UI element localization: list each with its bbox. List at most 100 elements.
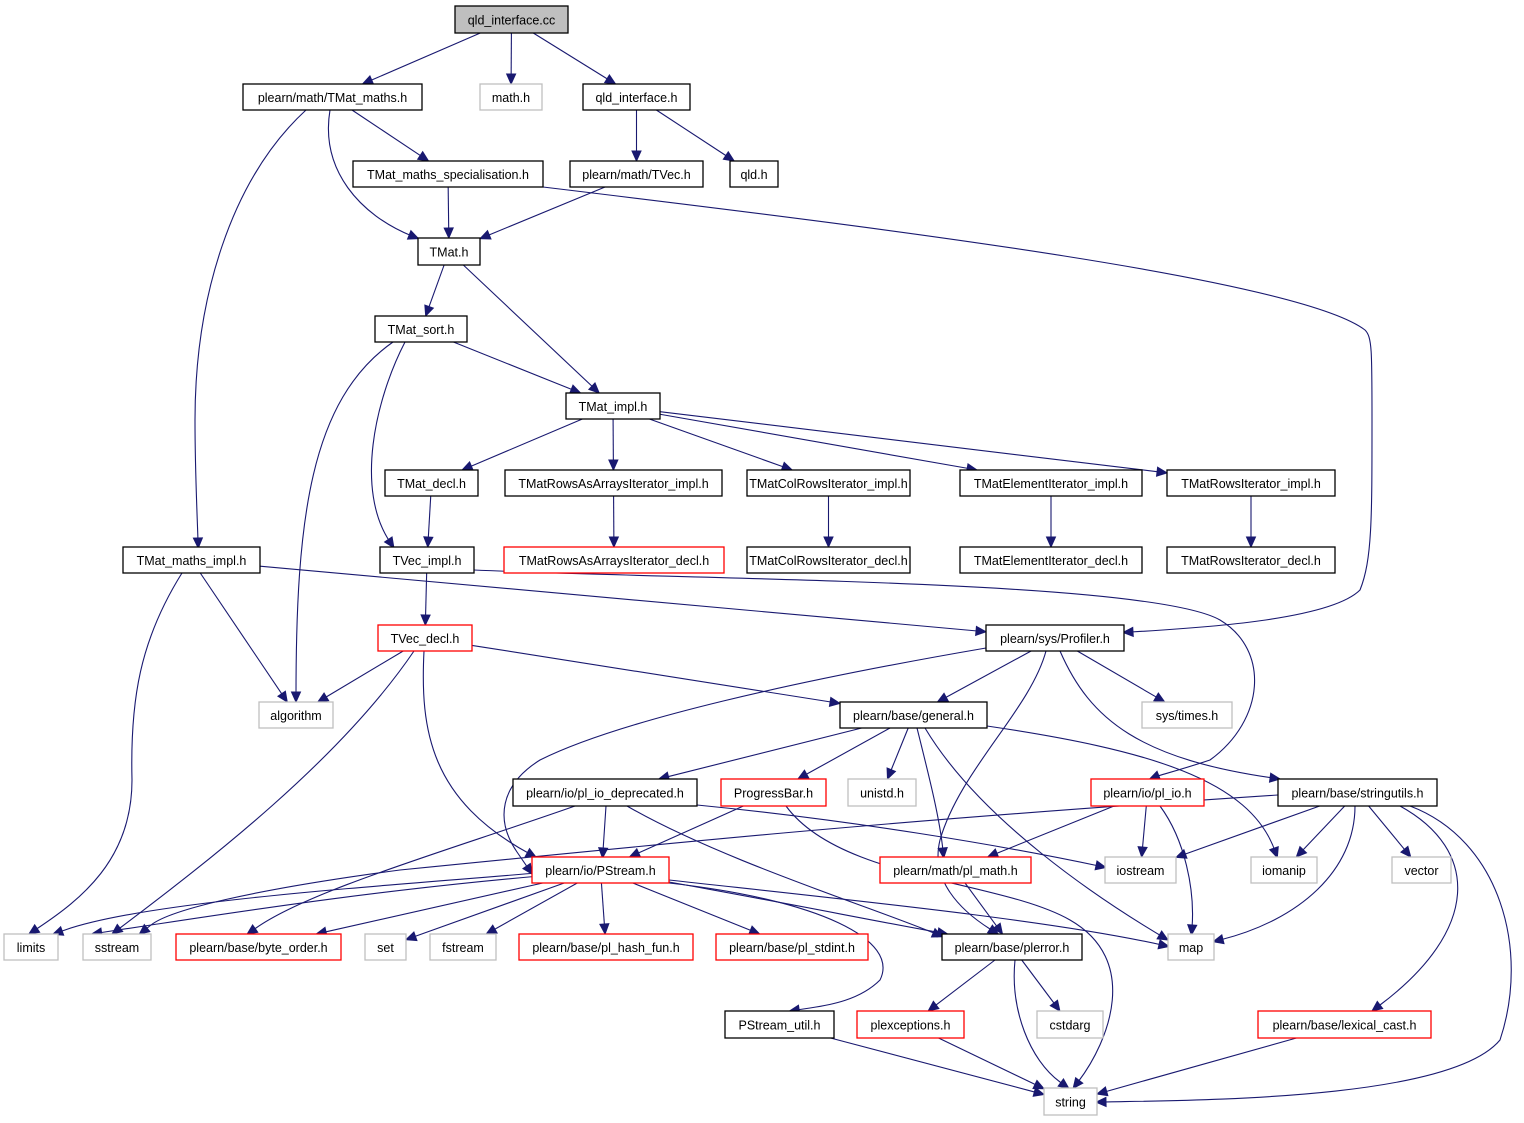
edge-line [659,411,1158,473]
node-label: plearn/math/pl_math.h [893,864,1017,878]
node-limits: limits [3,933,59,961]
edge-line [638,805,744,854]
edge-line [453,341,572,390]
node-pl-io-deprecated[interactable]: plearn/io/pl_io_deprecated.h [512,778,698,807]
edge-line [659,413,968,469]
arrowhead-icon [1137,846,1148,859]
edge-line [503,647,987,867]
node-box [985,624,1125,652]
node-tvec-h[interactable]: plearn/math/TVec.h [569,160,704,188]
node-qld-h[interactable]: qld.h [729,160,779,188]
edge-line [890,727,909,770]
node-box [839,701,988,729]
node-colrows-impl[interactable]: TMatColRowsIterator_impl.h [746,469,911,497]
node-general[interactable]: plearn/base/general.h [839,701,988,729]
node-box [720,778,827,807]
edge-tmat_decl-to-tvec_impl [423,495,434,549]
node-box [856,1010,965,1039]
edge-rows_arrays_impl-to-rows_arrays_decl [608,495,620,549]
node-tmat-maths-spec[interactable]: TMat_maths_specialisation.h [352,160,544,188]
edge-tmat_sort-to-algorithm [290,341,394,704]
node-tmat-impl[interactable]: TMat_impl.h [565,392,661,420]
node-pl-math[interactable]: plearn/math/pl_math.h [879,856,1032,884]
node-pstream[interactable]: plearn/io/PStream.h [531,856,670,884]
node-tvec-impl[interactable]: TVec_impl.h [379,546,475,574]
node-label: plearn/base/lexical_cast.h [1273,1019,1417,1033]
arrowhead-icon [1072,1076,1084,1090]
node-sstream: sstream [82,933,152,961]
node-pl-io[interactable]: plearn/io/pl_io.h [1090,778,1205,807]
edge-pstream-to-byte_order [315,882,543,937]
node-plexceptions[interactable]: plexceptions.h [856,1010,965,1039]
node-byte-order[interactable]: plearn/base/byte_order.h [175,933,342,961]
node-lexical-cast[interactable]: plearn/base/lexical_cast.h [1257,1010,1432,1039]
node-tmat-maths-impl[interactable]: TMat_maths_impl.h [122,546,261,574]
node-plerror[interactable]: plearn/base/plerror.h [941,933,1083,961]
node-tmat-decl[interactable]: TMat_decl.h [384,469,479,497]
edge-tmat_maths_impl-to-profiler [259,565,988,637]
node-label: plearn/base/byte_order.h [189,941,327,955]
node-qld-interface-cc[interactable]: qld_interface.cc [454,5,569,34]
node-label: unistd.h [860,787,904,801]
node-tvec-decl[interactable]: TVec_decl.h [377,624,473,652]
edge-line [471,644,831,703]
node-rows-impl[interactable]: TMatRowsIterator_impl.h [1166,469,1336,497]
node-rows-arrays-decl[interactable]: TMatRowsAsArraysIterator_decl.h [503,546,725,574]
edge-plerror-to-cstdarg [1021,959,1061,1012]
edge-line [199,572,283,695]
node-tmat-maths[interactable]: plearn/math/TMat_maths.h [242,83,423,111]
node-progressbar[interactable]: ProgressBar.h [720,778,827,807]
node-pl-stdint[interactable]: plearn/base/pl_stdint.h [715,933,869,961]
arrowhead-icon [1032,1079,1046,1090]
edge-line [1102,805,1512,1103]
edge-qld_interface_h-to-qld_h [656,109,736,162]
edge-general-to-map [924,727,1170,941]
edge-line [427,495,432,538]
node-label: limits [17,941,45,955]
node-pstream-util[interactable]: PStream_util.h [724,1010,835,1039]
node-label: TMatRowsAsArraysIterator_decl.h [519,554,709,568]
edge-profiler-to-sys_times [1077,650,1166,703]
node-label: plearn/math/TVec.h [582,168,690,182]
node-label: TMat_decl.h [397,477,466,491]
node-label: TMatColRowsIterator_decl.h [749,554,907,568]
node-stringutils[interactable]: plearn/base/stringutils.h [1277,778,1438,807]
node-tmat-sort[interactable]: TMat_sort.h [374,315,468,343]
node-label: string [1055,1096,1086,1110]
node-rows-decl[interactable]: TMatRowsIterator_decl.h [1166,546,1336,574]
node-box [729,160,779,188]
edge-line [351,109,421,156]
node-label: TMat_maths_specialisation.h [367,168,529,182]
node-box [479,83,543,111]
node-rows-arrays-impl[interactable]: TMatRowsAsArraysIterator_impl.h [504,469,723,497]
edge-rows_impl-to-rows_decl [1245,496,1257,549]
node-element-decl[interactable]: TMatElementIterator_decl.h [959,546,1143,574]
arrowhead-icon [383,536,395,549]
node-profiler[interactable]: plearn/sys/Profiler.h [985,624,1125,652]
edge-line [1106,1037,1297,1092]
arrowhead-icon [796,769,810,780]
node-pl-hash-fun[interactable]: plearn/base/pl_hash_fun.h [518,933,694,961]
node-vector: vector [1391,856,1452,884]
edge-line [806,727,891,775]
edge-profiler-to-pstream [503,647,987,876]
edge-tvec_decl-to-sstream [111,650,415,935]
edge-line [473,569,1256,778]
node-box [879,856,1032,884]
node-box [364,933,407,961]
node-box [565,392,661,420]
arrowhead-icon [1371,1000,1384,1012]
node-qld-interface-h[interactable]: qld_interface.h [582,83,691,111]
arrowhead-icon [722,150,736,162]
edge-tmat_impl-to-rows_impl [659,411,1169,477]
node-label: iostream [1117,864,1165,878]
edge-line [1013,959,1062,1084]
node-tmat-h[interactable]: TMat.h [417,237,481,266]
edge-line [1379,805,1459,1006]
arrowhead-icon [986,848,1000,858]
edge-tmat_maths-to-tmat_maths_spec [351,109,430,162]
edge-line [370,341,406,543]
node-element-impl[interactable]: TMatElementIterator_impl.h [959,469,1143,497]
node-colrows-decl[interactable]: TMatColRowsIterator_decl.h [746,546,911,574]
edge-line [447,186,450,229]
